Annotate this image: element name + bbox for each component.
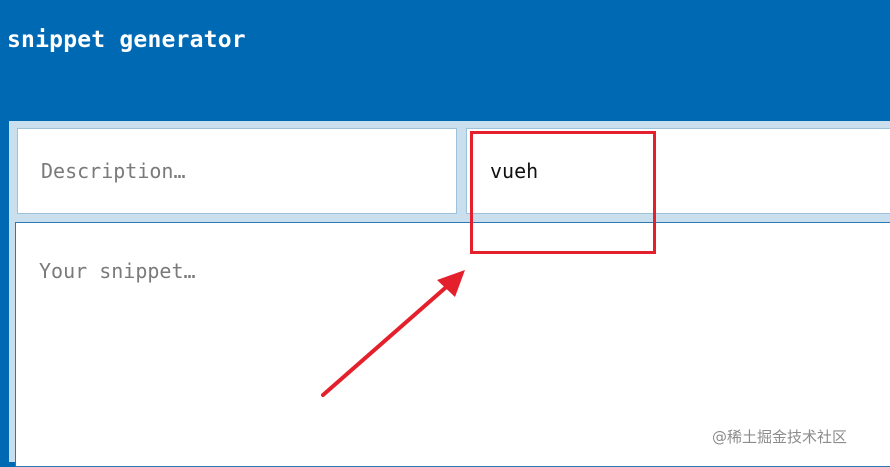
description-input[interactable]: [17, 128, 457, 214]
app-header: snippet generator: [0, 0, 890, 120]
prefix-input[interactable]: [466, 128, 890, 214]
app-title: snippet generator: [7, 27, 246, 53]
watermark: @稀土掘金技术社区: [712, 428, 848, 446]
